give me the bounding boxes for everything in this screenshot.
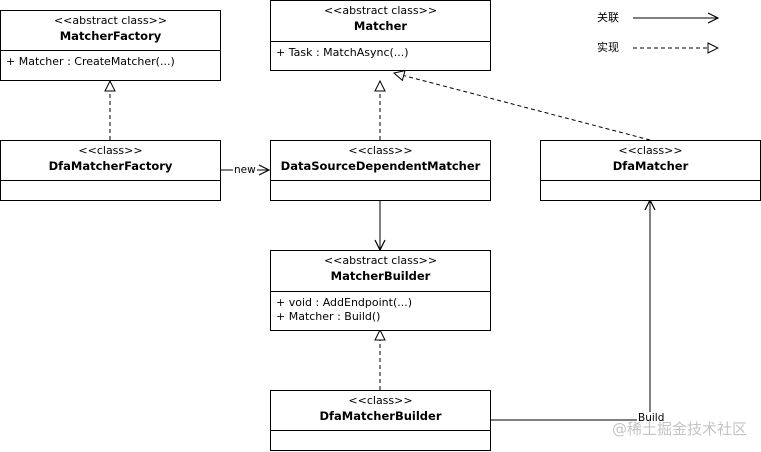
class-name: DataSourceDependentMatcher [280, 159, 481, 173]
stereotype-label: <<class>> [348, 144, 413, 157]
relation-label-new: new [233, 164, 257, 176]
class-name: MatcherFactory [59, 29, 162, 43]
class-dfa-matcher[interactable]: <<class>> DfaMatcher [540, 140, 761, 201]
stereotype-label: <<class>> [78, 144, 143, 157]
class-matcher[interactable]: <<abstract class>> Matcher + Task : Matc… [270, 0, 491, 71]
realization-dfamatcher-to-matcher [394, 73, 651, 141]
stereotype-label: <<abstract class>> [323, 254, 438, 267]
class-name: DfaMatcherFactory [48, 159, 173, 173]
class-name: DfaMatcherBuilder [319, 409, 442, 423]
stereotype-label: <<abstract class>> [53, 14, 168, 27]
relation-label-build: Build [637, 412, 666, 424]
member-operation: + void : AddEndpoint(...) [276, 296, 413, 309]
member-operation: + Task : MatchAsync(...) [276, 46, 409, 59]
stereotype-label: <<abstract class>> [323, 4, 438, 17]
stereotype-label: <<class>> [618, 144, 683, 157]
association-build [490, 200, 650, 421]
class-matcher-factory[interactable]: <<abstract class>> MatcherFactory + Matc… [0, 10, 221, 81]
class-name: DfaMatcher [612, 159, 689, 173]
class-name: MatcherBuilder [330, 269, 431, 283]
legend-realization-label: 实现 [597, 41, 619, 54]
class-datasource-dependent-matcher[interactable]: <<class>> DataSourceDependentMatcher [270, 140, 491, 201]
member-operation: + Matcher : CreateMatcher(...) [6, 55, 175, 68]
class-dfa-matcher-factory[interactable]: <<class>> DfaMatcherFactory [0, 140, 221, 201]
class-matcher-builder[interactable]: <<abstract class>> MatcherBuilder + void… [270, 250, 491, 331]
legend-association-label: 关联 [597, 11, 619, 24]
watermark: @稀土掘金技术社区 [611, 420, 747, 438]
class-name: Matcher [353, 19, 408, 33]
stereotype-label: <<class>> [348, 394, 413, 407]
member-operation: + Matcher : Build() [276, 310, 381, 323]
class-dfa-matcher-builder[interactable]: <<class>> DfaMatcherBuilder [270, 390, 491, 451]
